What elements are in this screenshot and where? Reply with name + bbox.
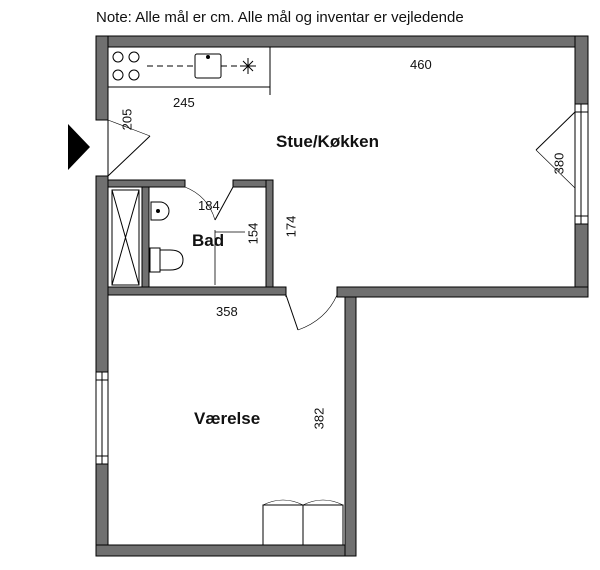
wall-bottom <box>95 544 357 557</box>
dim-358: 358 <box>216 304 238 319</box>
burner-icon <box>112 69 124 81</box>
wall-left-lower <box>95 463 109 557</box>
wall-right-lower <box>574 223 589 297</box>
wall-left-upper <box>95 35 109 121</box>
wall-living-bottom <box>336 286 589 298</box>
wall-top <box>95 35 589 48</box>
dim-174: 174 <box>283 215 299 238</box>
shower-divider <box>141 186 150 289</box>
dim-380: 380 <box>551 152 567 175</box>
plan-note: Note: Alle mål er cm. Alle mål og invent… <box>96 9 464 26</box>
window-living-right <box>535 103 589 225</box>
toilet-tank-icon <box>149 247 161 273</box>
dim-154: 154 <box>245 222 261 245</box>
dim-460: 460 <box>410 57 432 72</box>
dim-245: 245 <box>173 95 195 110</box>
room-label-bedroom: Værelse <box>194 409 261 428</box>
entrance-arrow-icon <box>68 124 90 170</box>
bedroom-wall-top <box>107 286 287 296</box>
bath-fixtures <box>149 186 245 285</box>
burner-icon <box>128 51 140 63</box>
wall-right-upper <box>574 35 589 105</box>
outer-walls <box>95 35 589 557</box>
wall-left-middle <box>95 175 109 373</box>
wardrobe <box>262 499 344 546</box>
wall-bedroom-right <box>344 295 357 557</box>
dim-205: 205 <box>119 108 135 131</box>
dim-382: 382 <box>311 407 327 430</box>
entrance <box>68 119 151 177</box>
burner-icon <box>128 69 140 81</box>
kitchen-counter <box>107 46 271 95</box>
toilet-bowl-icon <box>159 249 184 271</box>
room-label-living: Stue/Køkken <box>276 132 379 151</box>
bedroom-door <box>285 287 338 331</box>
interior-walls <box>107 179 287 296</box>
entrance-door-leaf <box>107 135 151 177</box>
dim-184: 184 <box>198 198 220 213</box>
bath-wall-right <box>265 179 274 289</box>
dishwasher-star-icon <box>240 58 256 74</box>
room-label-bath: Bad <box>192 231 225 250</box>
bath-wall-top-left <box>107 179 186 188</box>
burner-icon <box>112 51 124 63</box>
window-bedroom-left <box>95 371 109 465</box>
shower <box>111 189 140 286</box>
